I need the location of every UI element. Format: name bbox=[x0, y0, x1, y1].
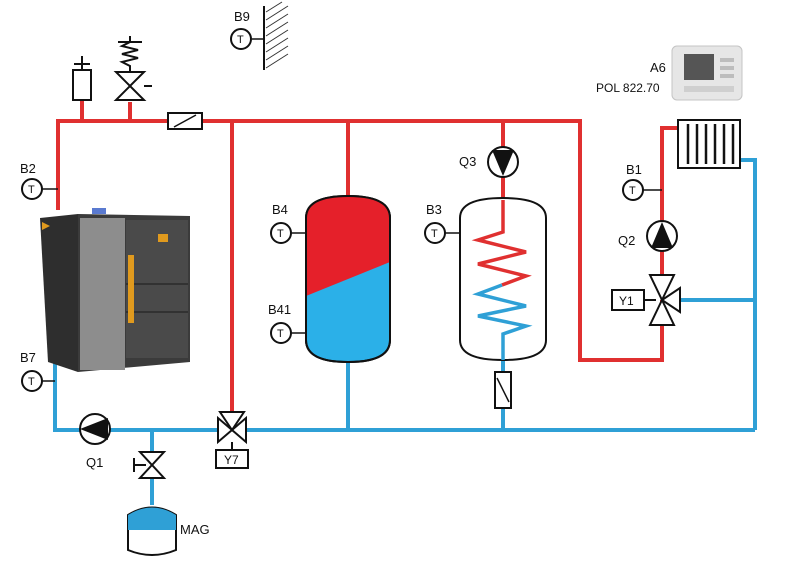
label-b4: B4 bbox=[272, 202, 288, 217]
sensor-b1-letter: T bbox=[629, 185, 636, 197]
expansion-vessel-mag bbox=[127, 506, 177, 556]
room-controller-a6 bbox=[671, 45, 743, 101]
three-way-valve-y7-icon bbox=[215, 411, 249, 469]
label-q2: Q2 bbox=[618, 233, 635, 248]
label-q1: Q1 bbox=[86, 455, 103, 470]
label-y7: Y7 bbox=[224, 453, 239, 467]
sensor-b4-icon: T bbox=[270, 222, 292, 244]
sensor-b7-letter: T bbox=[28, 376, 35, 388]
label-b1: B1 bbox=[626, 162, 642, 177]
label-a6: A6 bbox=[650, 60, 666, 75]
two-way-valve-icon bbox=[133, 451, 167, 479]
controller-model: POL 822.70 bbox=[596, 81, 660, 95]
safety-valve-icon bbox=[113, 36, 152, 101]
pellet-boiler bbox=[40, 208, 190, 372]
three-way-valve-y1-icon bbox=[611, 274, 681, 326]
wall-icon bbox=[263, 1, 289, 70]
label-y1: Y1 bbox=[619, 294, 634, 308]
pump-q2-icon bbox=[646, 220, 678, 252]
dhw-tank bbox=[459, 196, 547, 362]
label-b41: B41 bbox=[268, 302, 291, 317]
sensor-b7-icon: T bbox=[21, 370, 43, 392]
label-b3: B3 bbox=[426, 202, 442, 217]
label-b7: B7 bbox=[20, 350, 36, 365]
label-b2: B2 bbox=[20, 161, 36, 176]
pump-q3-icon bbox=[487, 146, 519, 178]
sensor-b2-letter: T bbox=[28, 184, 35, 196]
label-b9: B9 bbox=[234, 9, 250, 24]
sensor-b9-letter: T bbox=[237, 34, 244, 46]
return-pipes bbox=[53, 158, 757, 505]
air-vent-icon bbox=[72, 56, 92, 101]
label-mag: MAG bbox=[180, 522, 210, 537]
sensor-b41-letter: T bbox=[277, 328, 284, 340]
sensor-b2-icon: T bbox=[21, 178, 43, 200]
check-valve-icon bbox=[167, 112, 203, 130]
sensor-b3-icon: T bbox=[424, 222, 446, 244]
sensor-b3-letter: T bbox=[431, 228, 438, 240]
sensor-b4-letter: T bbox=[277, 228, 284, 240]
label-q3: Q3 bbox=[459, 154, 476, 169]
radiator-icon bbox=[677, 119, 741, 169]
sensor-b41-icon: T bbox=[270, 322, 292, 344]
sensor-b1-icon: T bbox=[622, 179, 644, 201]
buffer-tank bbox=[305, 194, 391, 364]
supply-pipes bbox=[56, 100, 680, 412]
dhw-check-valve-icon bbox=[494, 371, 512, 409]
sensor-b9-icon: T bbox=[230, 28, 252, 50]
pump-q1-icon bbox=[79, 413, 111, 445]
